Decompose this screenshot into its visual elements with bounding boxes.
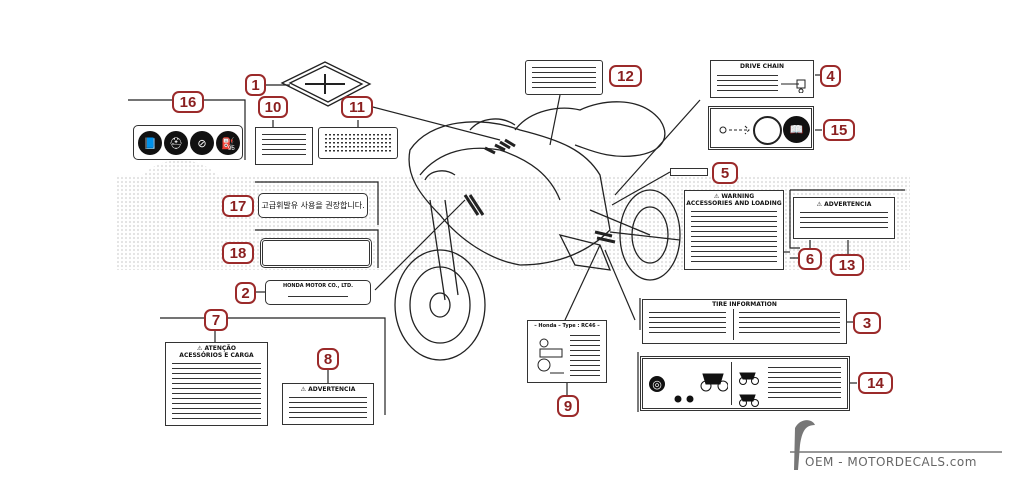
callout-5: 5 — [712, 162, 738, 184]
atencao-title: ⚠ ATENÇÃO — [196, 345, 236, 352]
warning-title: ⚠ WARNING — [713, 193, 755, 200]
callout-2: 2 — [235, 282, 256, 304]
label-10 — [255, 127, 313, 165]
no-passenger-icon: ⊘ — [190, 131, 214, 155]
manual-icon: 📘 — [138, 131, 162, 155]
gauge-icon: ◎ — [649, 376, 665, 392]
callout-12: 12 — [609, 65, 642, 87]
bike-profile-icon — [537, 338, 564, 374]
callout-8: 8 — [317, 348, 339, 370]
label-16: 📘 ⛑ ⊘ ⛽ 95 — [133, 125, 243, 160]
fuel-octane: 95 — [228, 146, 235, 152]
label-18 — [260, 238, 372, 268]
tire-info-title: TIRE INFORMATION — [712, 301, 777, 308]
label-3-tire-information: TIRE INFORMATION — [642, 299, 847, 344]
callout-1: 1 — [245, 74, 266, 96]
callout-7: 7 — [204, 309, 228, 331]
label-8-advertencia: ⚠ ADVERTENCIA — [282, 383, 374, 425]
callout-15: 15 — [823, 119, 855, 141]
callout-9: 9 — [557, 395, 579, 417]
bike-icons-right — [739, 372, 759, 407]
callout-4: 4 — [820, 65, 841, 87]
label-7-atencao: ⚠ ATENÇÃO ACESSÓRIOS E CARGA — [165, 342, 268, 426]
advertencia-8-title: ⚠ ADVERTENCIA — [300, 386, 356, 393]
honda-motor-text: HONDA MOTOR CO., LTD. — [282, 283, 354, 289]
arrow-icon — [719, 125, 750, 135]
label-6-warning: ⚠ WARNING ACCESSORIES AND LOADING — [684, 190, 784, 270]
callout-17: 17 — [222, 195, 254, 217]
label-5 — [670, 168, 708, 176]
callout-18: 18 — [222, 242, 254, 264]
callout-3: 3 — [853, 312, 881, 334]
chain-adjuster-icon — [781, 79, 806, 93]
callout-6: 6 — [798, 248, 822, 270]
bike-load-icons — [674, 373, 728, 403]
acessorios-title: ACESSÓRIOS E CARGA — [179, 352, 254, 359]
helmet-icon: ⛑ — [164, 131, 188, 155]
callout-13: 13 — [830, 254, 864, 276]
callout-16: 16 — [172, 91, 204, 113]
ring-icon — [753, 116, 782, 145]
book-icon: 📖 — [783, 116, 810, 143]
honda-type-text: – Honda – Type : RC46 – — [534, 323, 600, 329]
label-13-advertencia: ⚠ ADVERTENCIA — [793, 197, 895, 239]
label-15: 📖 — [708, 106, 814, 150]
callout-10: 10 — [258, 96, 288, 118]
label-4-drive-chain: DRIVE CHAIN — [710, 60, 814, 98]
drive-chain-title: DRIVE CHAIN — [740, 63, 784, 70]
callout-11: 11 — [341, 96, 373, 118]
label-9-honda-type: – Honda – Type : RC46 – — [527, 320, 607, 383]
korean-notice-text: 고급휘발유 사용을 권장합니다. — [261, 201, 365, 210]
watermark-text: OEM - MOTORDECALS.com — [805, 455, 977, 469]
accessories-title: ACCESSORIES AND LOADING — [686, 200, 782, 207]
fuel-icon: ⛽ — [216, 131, 240, 155]
label-2: HONDA MOTOR CO., LTD. — [265, 280, 371, 305]
callout-14: 14 — [858, 372, 893, 394]
label-14: ◎ — [640, 356, 850, 411]
label-11 — [318, 127, 398, 159]
advertencia-13-title: ⚠ ADVERTENCIA — [816, 201, 872, 208]
label-12 — [525, 60, 603, 95]
label-17-korean-notice: 고급휘발유 사용을 권장합니다. — [258, 193, 368, 218]
